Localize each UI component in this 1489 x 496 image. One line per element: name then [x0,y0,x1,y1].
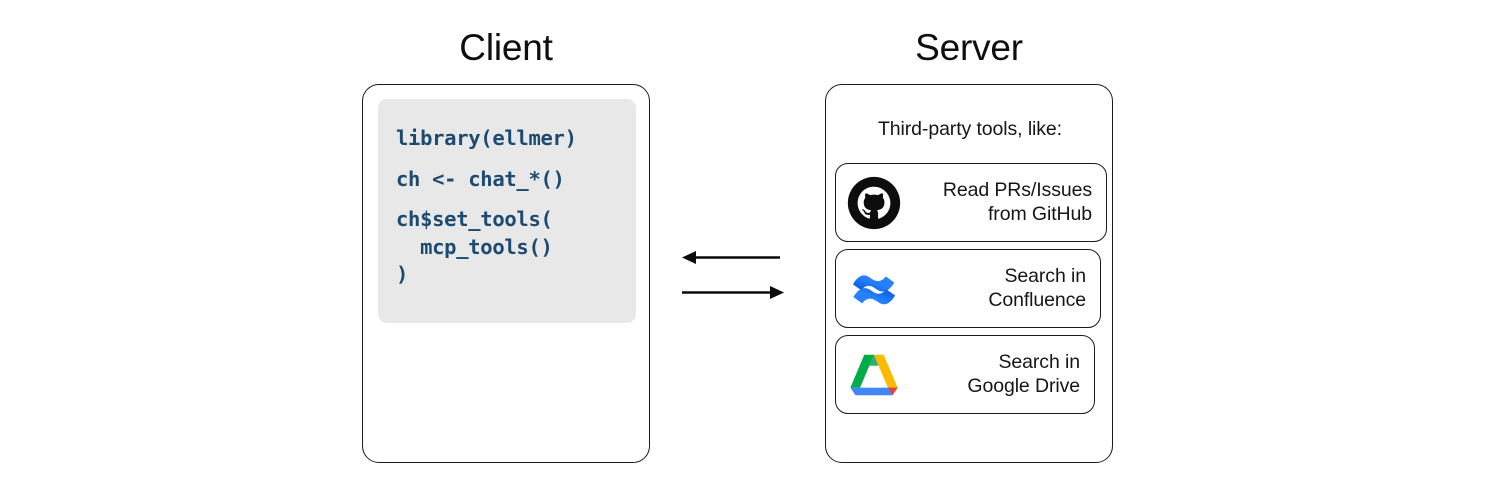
client-title: Client [459,27,553,68]
code-line-4: mcp_tools() [396,234,553,259]
server-caption: Third-party tools, like: [878,118,1062,140]
tool-label-google-drive: Search in Google Drive [967,351,1080,397]
client-panel: library(ellmer) ch <- chat_*() ch$set_to… [362,84,650,463]
code-block: library(ellmer) ch <- chat_*() ch$set_to… [378,99,636,323]
tool-card-github[interactable]: Read PRs/Issues from GitHub [835,163,1107,242]
tool-label-confluence: Search in Confluence [988,265,1086,311]
tool-card-confluence[interactable]: Search in Confluence [835,249,1101,328]
tool-card-google-drive[interactable]: Search in Google Drive [835,335,1095,414]
github-icon [847,176,901,229]
client-to-server-arrow [682,286,784,299]
code-line-5: ) [396,262,409,286]
google-drive-icon [850,354,898,395]
server-to-client-arrow [682,251,780,264]
server-panel: Third-party tools, like: Read PRs/Issues… [825,84,1113,463]
code-line-1: library(ellmer) [396,126,577,150]
connector-arrows [682,251,784,299]
code-line-3: ch$set_tools( [396,207,553,231]
tool-label-github: Read PRs/Issues from GitHub [942,179,1092,225]
confluence-icon [852,274,896,304]
server-title: Server [915,27,1023,68]
code-line-2: ch <- chat_*() [396,166,565,191]
